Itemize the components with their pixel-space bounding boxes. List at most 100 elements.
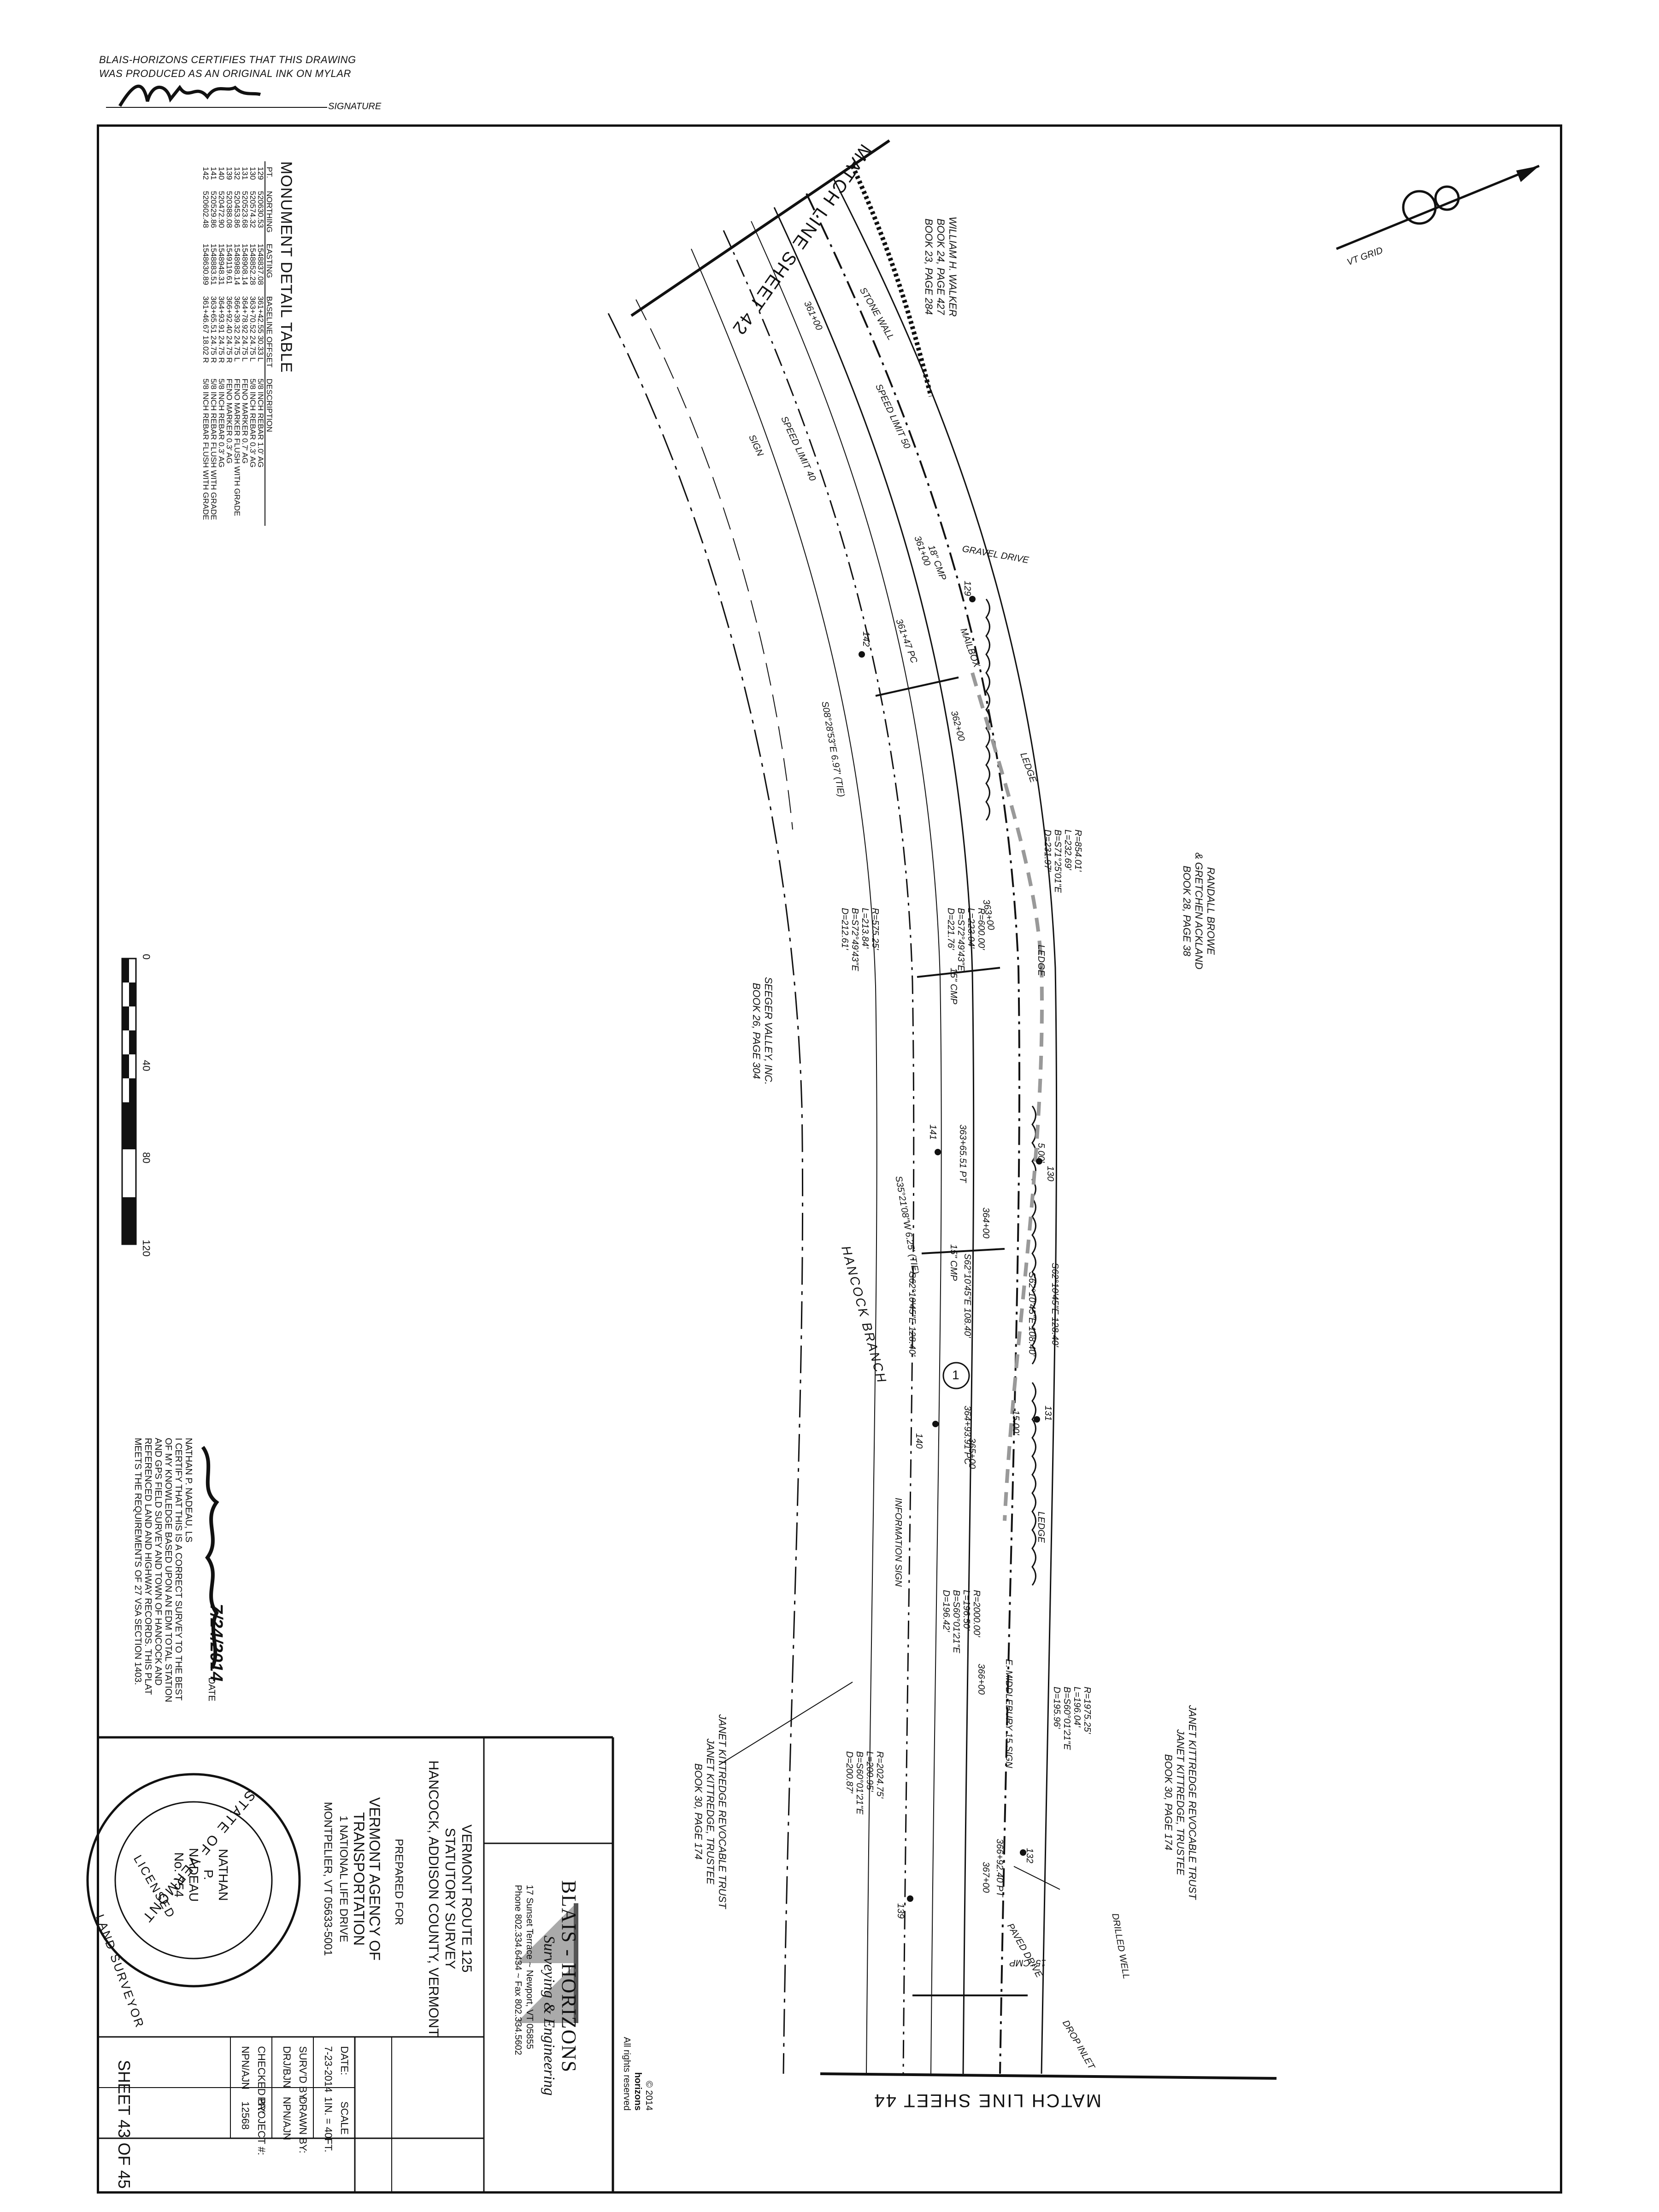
cell: 132 <box>233 167 241 180</box>
monument-detail-table: MONUMENT DETAIL TABLE PT. NORTHING EASTI… <box>201 161 295 526</box>
label-15in-cmp-b: 15" CMP <box>948 968 959 1005</box>
label-middlebury-sign: E. MIDDLEBURY 15 SIGN <box>1004 1659 1014 1768</box>
cell: 520388.08 <box>225 191 234 228</box>
date-label: DATE: <box>339 2046 350 2076</box>
client-line: TRANSPORTATION <box>351 1812 367 1946</box>
pt-label-139: 139 <box>895 1903 906 1919</box>
cert-line-1: BLAIS-HORIZONS CERTIFIES THAT THIS DRAWI… <box>99 54 356 65</box>
monument-130 <box>1036 1158 1042 1165</box>
culvert-15in-b <box>921 1248 1005 1254</box>
bearing-line-1: S62°10'45"E 128.40' <box>1050 1263 1060 1347</box>
owner-line: JANET KITTREDGE REVOCABLE TRUST <box>717 1714 728 1909</box>
firm-name: BLAIS - HORIZONS <box>558 1880 580 2073</box>
copyright-rights: All rights reserved <box>622 2037 632 2111</box>
surveyor-signature <box>201 1446 219 1669</box>
signature-label: SIGNATURE <box>328 101 382 112</box>
cell: FENO MARKER 0.7' AG <box>241 378 249 464</box>
offset-label-1: 5.00' <box>1036 1143 1046 1163</box>
match-line-bottom <box>820 2072 1277 2080</box>
curve-line: D=212.61' <box>840 908 850 950</box>
project-number-value: 12568 <box>240 2101 251 2130</box>
match-line-bottom-label: MATCH LINE SHEET 44 <box>873 2090 1101 2111</box>
surveyor-cert-line: REFERENCED LAND AND HIGHWAY RECORDS. THI… <box>143 1438 153 1695</box>
seal-line: NATHAN <box>216 1848 230 1901</box>
station-364: 364+00 <box>981 1207 991 1239</box>
scale-tick-80: 80 <box>141 1152 152 1164</box>
curve-line: R=2000.00' <box>971 1590 982 1637</box>
prepared-for-label: PREPARED FOR <box>393 1839 405 1925</box>
pt-label-129: 129 <box>962 581 972 596</box>
cell: 520630.53 <box>256 191 265 228</box>
curve-line: B=S72°49'43"E <box>956 908 966 971</box>
curve-line: L=196.50' <box>961 1590 971 1630</box>
cell: 520574.32 <box>248 191 257 228</box>
station-367: 367+00 <box>981 1862 991 1893</box>
culvert-15in-a <box>917 967 1000 978</box>
col-description: DESCRIPTION <box>265 373 274 526</box>
owner-line: JANET KITTREDGE REVOCABLE TRUST <box>1187 1705 1198 1900</box>
curve-line: D=200.87' <box>844 1751 854 1794</box>
cell: 5/8 INCH REBAR 1.0' AG <box>256 378 265 468</box>
cert-line-2: WAS PRODUCED AS AN ORIGINAL INK ON MYLAR <box>99 68 351 79</box>
curve-line: L=213.84' <box>860 908 870 948</box>
cell: 1548837.08 <box>256 243 265 285</box>
surveyor-name: NATHAN P. NADEAU, LS <box>183 1438 194 1543</box>
owner-kittredge-left: JANET KITTREDGE REVOCABLE TRUST JANET KI… <box>692 1714 728 1909</box>
ledge-edge-3 <box>1031 1382 1036 1586</box>
firm-address: 17 Sunset Terrace ~ Newport, VT 05855 <box>524 1885 535 2049</box>
stone-wall <box>850 165 933 397</box>
mylar-certification: BLAIS-HORIZONS CERTIFIES THAT THIS DRAWI… <box>99 53 356 81</box>
surveyed-by-label: SURV'D BY: <box>297 2046 309 2102</box>
road-edge-1 <box>833 179 1058 2074</box>
curve-line: D=221.76' <box>946 908 956 950</box>
owner-line: JANET KITTREDGE, TRUSTEE <box>1175 1729 1186 1876</box>
scale-tick-0: 0 <box>141 954 152 960</box>
curve-line: R=1975.25' <box>1082 1687 1092 1734</box>
drawn-by-value: NPN/AJN <box>281 2097 293 2141</box>
cell: 366+92.40 24.75 R <box>225 296 234 363</box>
seal-line: P. <box>201 1869 216 1880</box>
seal-line: No. 754 <box>172 1852 186 1898</box>
curve-line: D=196.42' <box>941 1590 951 1632</box>
col-northing: NORTHING <box>265 185 274 238</box>
copyright-block: © 2014 horizons All rights reserved <box>621 2037 654 2111</box>
firm-subtitle: Surveying & Engineering <box>541 1936 558 2096</box>
curve-line: B=S72°49'43"E <box>850 908 860 971</box>
signature-line <box>106 107 327 108</box>
scale-value: 1IN. = 40FT. <box>323 2097 334 2153</box>
row-line-left <box>806 193 1020 2074</box>
project-number-label: PROJECT #: <box>256 2097 267 2155</box>
pt-label-142: 142 <box>861 631 871 647</box>
label-information-sign: INFORMATION SIGN <box>893 1498 903 1587</box>
parcel-id-circle <box>942 1362 970 1389</box>
cell: 364+78.92 24.75 L <box>241 296 249 362</box>
bearing-line-3: S62°10'45"E 108.40' <box>1027 1272 1037 1356</box>
owner-line: BOOK 30, PAGE 174 <box>693 1763 704 1860</box>
cell: 361+42.55 30.33 L <box>256 296 265 362</box>
station-366: 366+00 <box>976 1664 986 1695</box>
offset-label-2: 15.00' <box>1011 1410 1021 1435</box>
label-15in-cmp-a: 15" CMP <box>948 1244 959 1281</box>
monument-table: PT. NORTHING EASTING BASELINE OFFSET DES… <box>201 161 274 526</box>
station-pt-1: 363+65.51 PT <box>958 1124 968 1183</box>
monument-140 <box>932 1421 939 1427</box>
monument-table-header: PT. NORTHING EASTING BASELINE OFFSET DES… <box>265 161 274 526</box>
monument-141 <box>935 1149 941 1155</box>
cell: 5/8 INCH REBAR 0.3' AG <box>217 378 226 468</box>
curve-line: L=196.04' <box>1072 1687 1082 1727</box>
cell: 130 <box>248 167 257 180</box>
curve-line: B=S60°01'21"E <box>1062 1687 1072 1750</box>
leader-kittredge-left <box>718 1682 853 1765</box>
curve-line: D=231.97' <box>1042 830 1053 872</box>
cell: 363+65.51 24.75 R <box>209 296 218 363</box>
pt-label-132: 132 <box>1024 1848 1035 1864</box>
curve-line: R=854.01' <box>1073 830 1083 872</box>
owner-line: SEEGER VALLEY, INC. <box>763 977 774 1085</box>
curve-line: B=S71°25'01"E <box>1053 830 1063 893</box>
curve-line: L=200.95' <box>865 1751 875 1792</box>
cell: 1548948.31 <box>217 243 226 285</box>
cell: FENO MARKER 0.3' AG <box>225 378 234 464</box>
